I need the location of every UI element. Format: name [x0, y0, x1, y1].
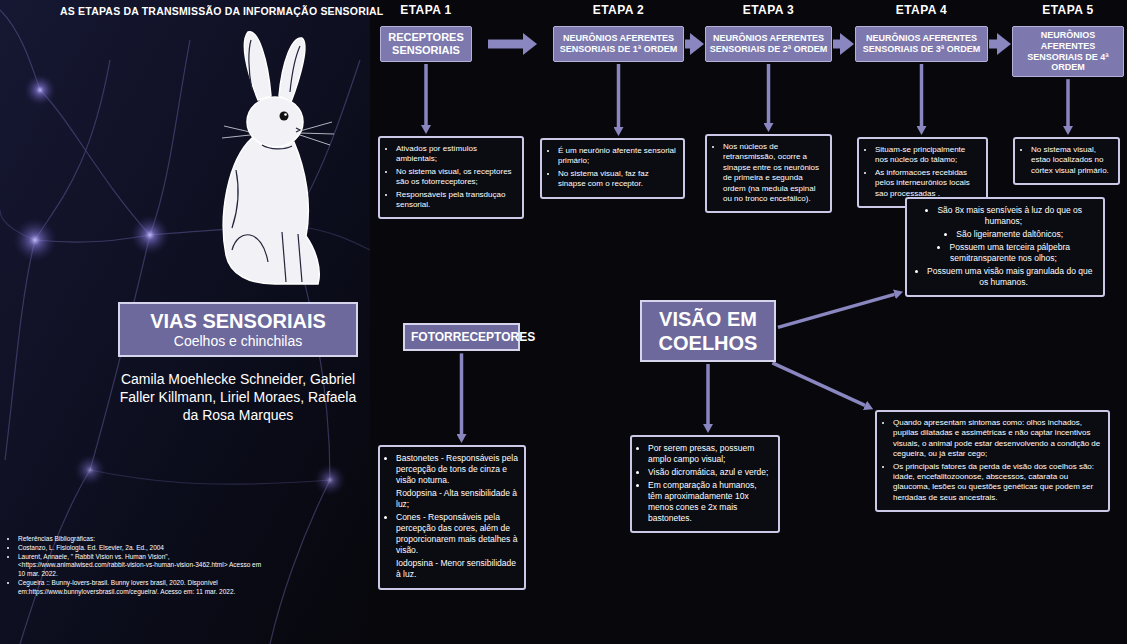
- rabbit-illustration: [222, 32, 334, 284]
- reference-entry: Referências Bibliográficas:: [18, 535, 263, 544]
- neuron-dendrites: [0, 10, 370, 644]
- bullet-list: Nos núcleos de retransmissão, ocorre a s…: [710, 142, 824, 204]
- bullet-item: No sistema visual, faz faz sinapse com o…: [558, 169, 677, 190]
- reference-entry: Laurent, Annaele, " Rabbit Vision vs. Hu…: [18, 553, 263, 579]
- info-box: Bastonetes - Responsáveis pela percepção…: [378, 445, 526, 590]
- step-title: RECEPTORES SENSORIAIS: [384, 31, 468, 57]
- step-title: NEURÔNIOS AFERENTES SENSORIAIS DE 3ª ORD…: [859, 33, 984, 55]
- bullet-item: No sistema visual, os receptores são os …: [396, 167, 516, 188]
- topic-box: VIAS SENSORIAISCoelhos e chinchilas: [118, 302, 358, 357]
- info-box: Nos núcleos de retransmissão, ocorre a s…: [705, 134, 832, 213]
- bullet-item: Visão dicromática, azul e verde;: [648, 467, 772, 478]
- bullet-list: Por serem presas, possuem amplo campo vi…: [635, 443, 772, 524]
- bullet-item: É um neurônio aferente sensorial primári…: [558, 146, 677, 167]
- bullet-item: Rodopsina - Alta sensibilidade à luz;: [396, 488, 518, 510]
- bullet-item: Iodopsina - Menor sensibilidade à luz.: [396, 558, 518, 580]
- neuron-cells: [13, 74, 346, 496]
- step-box: RECEPTORES SENSORIAIS: [380, 26, 472, 62]
- bullet-item: Nos núcleos de retransmissão, ocorre a s…: [723, 142, 824, 204]
- box-heading: FOTORRECEPTORES: [411, 330, 512, 344]
- author-names: Camila Moehlecke Schneider, Gabriel Fall…: [118, 370, 358, 425]
- bullet-item: Quando apresentam sintomas como: olhos i…: [893, 418, 1102, 460]
- flow-arrow: [685, 40, 690, 49]
- flow-arrow: [767, 64, 771, 123]
- step-label: ETAPA 5: [1012, 3, 1124, 18]
- info-box: Ativados por estímulos ambientais;No sis…: [378, 136, 524, 219]
- step-label: ETAPA 2: [553, 3, 684, 18]
- step-node: ETAPA 5 NEURÔNIOS AFERENTES SENSORIAIS DE…: [1012, 3, 1124, 77]
- flow-arrow: [488, 40, 523, 49]
- step-label: ETAPA 1: [380, 3, 472, 18]
- step-title: NEURÔNIOS AFERENTES SENSORIAIS DE 4ª ORD…: [1016, 30, 1120, 73]
- step-node: ETAPA 4 NEURÔNIOS AFERENTES SENSORIAIS DE…: [855, 3, 988, 62]
- flow-arrow: [460, 353, 464, 434]
- bullet-item: Cones - Responsáveis pela percepção das …: [396, 512, 518, 556]
- bullet-item: São ligeiramente daltônicos;: [910, 229, 1097, 240]
- reference-entry: Costanzo, L. Fisiologia. Ed. Elsevier, 2…: [18, 544, 263, 553]
- bullet-item: Situam-se principalmente nos núcleos do …: [875, 145, 980, 166]
- bullet-list: No sistema visual, estao localizados no …: [1018, 145, 1112, 176]
- step-node: ETAPA 3 NEURÔNIOS AFERENTES SENSORIAIS DE…: [705, 3, 832, 62]
- bullet-item: Responsáveis pela transduçao sensorial.: [396, 190, 516, 211]
- topic-box: FOTORRECEPTORES: [403, 323, 520, 351]
- topic-box: VISÃO EM COELHOS: [640, 300, 776, 362]
- bullet-item: No sistema visual, estao localizados no …: [1031, 145, 1112, 176]
- bullet-item: Possuem uma visão mais granulada do que …: [910, 266, 1097, 288]
- info-box: É um neurônio aferente sensorial primári…: [540, 138, 685, 199]
- box-heading: VIAS SENSORIAIS: [126, 309, 350, 333]
- bullet-item: São 8x mais sensíveis à luz do que os hu…: [910, 205, 1097, 227]
- reference-entry: Cegueira :: Bunny-lovers-brasil. Bunny l…: [18, 579, 263, 597]
- neuron-photo: [0, 0, 370, 644]
- bullet-item: Os principais fatores da perda de visão …: [893, 462, 1102, 504]
- flow-arrow: [772, 363, 865, 406]
- step-box: NEURÔNIOS AFERENTES SENSORIAIS DE 1ª ORD…: [553, 26, 684, 62]
- flow-arrow: [833, 40, 840, 49]
- bullet-list: Situam-se principalmente nos núcleos do …: [862, 145, 980, 199]
- info-box: Quando apresentam sintomas como: olhos i…: [875, 410, 1110, 512]
- bullet-list: Ativados por estímulos ambientais;No sis…: [383, 144, 516, 210]
- step-box: NEURÔNIOS AFERENTES SENSORIAIS DE 2ª ORD…: [705, 26, 832, 62]
- step-label: ETAPA 3: [705, 3, 832, 18]
- poster-title: AS ETAPAS DA TRANSMISSÃO DA INFORMAÇÃO S…: [60, 5, 383, 17]
- info-box: No sistema visual, estao localizados no …: [1013, 137, 1120, 185]
- box-subtitle: Coelhos e chinchilas: [126, 333, 350, 350]
- reference-items: Referências Bibliográficas:Costanzo, L. …: [8, 535, 263, 596]
- bullet-list: É um neurônio aferente sensorial primári…: [545, 146, 677, 190]
- flow-arrow: [989, 40, 997, 49]
- flow-arrow: [424, 64, 428, 125]
- step-box: NEURÔNIOS AFERENTES SENSORIAIS DE 3ª ORD…: [855, 26, 988, 62]
- step-box: NEURÔNIOS AFERENTES SENSORIAIS DE 4ª ORD…: [1012, 26, 1124, 77]
- bullet-list: Bastonetes - Responsáveis pela percepção…: [383, 453, 518, 581]
- step-node: ETAPA 1 RECEPTORES SENSORIAIS: [380, 3, 472, 62]
- bullet-item: Bastonetes - Responsáveis pela percepção…: [396, 453, 518, 486]
- flow-arrow: [1066, 79, 1070, 126]
- step-node: ETAPA 2 NEURÔNIOS AFERENTES SENSORIAIS DE…: [553, 3, 684, 62]
- bullet-list: Quando apresentam sintomas como: olhos i…: [880, 418, 1102, 503]
- bullet-item: Em comparação a humanos, têm aproximadam…: [648, 480, 772, 524]
- flow-arrow: [778, 294, 894, 327]
- reference-list: Referências Bibliográficas:Costanzo, L. …: [8, 535, 263, 596]
- bullet-item: As informacoes recebidas pelos interneur…: [875, 168, 980, 199]
- step-title: NEURÔNIOS AFERENTES SENSORIAIS DE 2ª ORD…: [709, 33, 828, 55]
- bullet-list: São 8x mais sensíveis à luz do que os hu…: [910, 205, 1097, 288]
- step-label: ETAPA 4: [855, 3, 988, 18]
- flow-arrow: [706, 364, 710, 424]
- flow-arrow: [617, 64, 621, 127]
- box-heading: VISÃO EM COELHOS: [648, 307, 768, 355]
- info-box: São 8x mais sensíveis à luz do que os hu…: [905, 197, 1105, 297]
- info-box: Por serem presas, possuem amplo campo vi…: [630, 435, 780, 533]
- step-title: NEURÔNIOS AFERENTES SENSORIAIS DE 1ª ORD…: [557, 33, 680, 55]
- bullet-item: Por serem presas, possuem amplo campo vi…: [648, 443, 772, 465]
- bullet-item: Possuem uma terceira pálpebra semitransp…: [910, 242, 1097, 264]
- bullet-item: Ativados por estímulos ambientais;: [396, 144, 516, 165]
- flow-arrow: [920, 64, 924, 126]
